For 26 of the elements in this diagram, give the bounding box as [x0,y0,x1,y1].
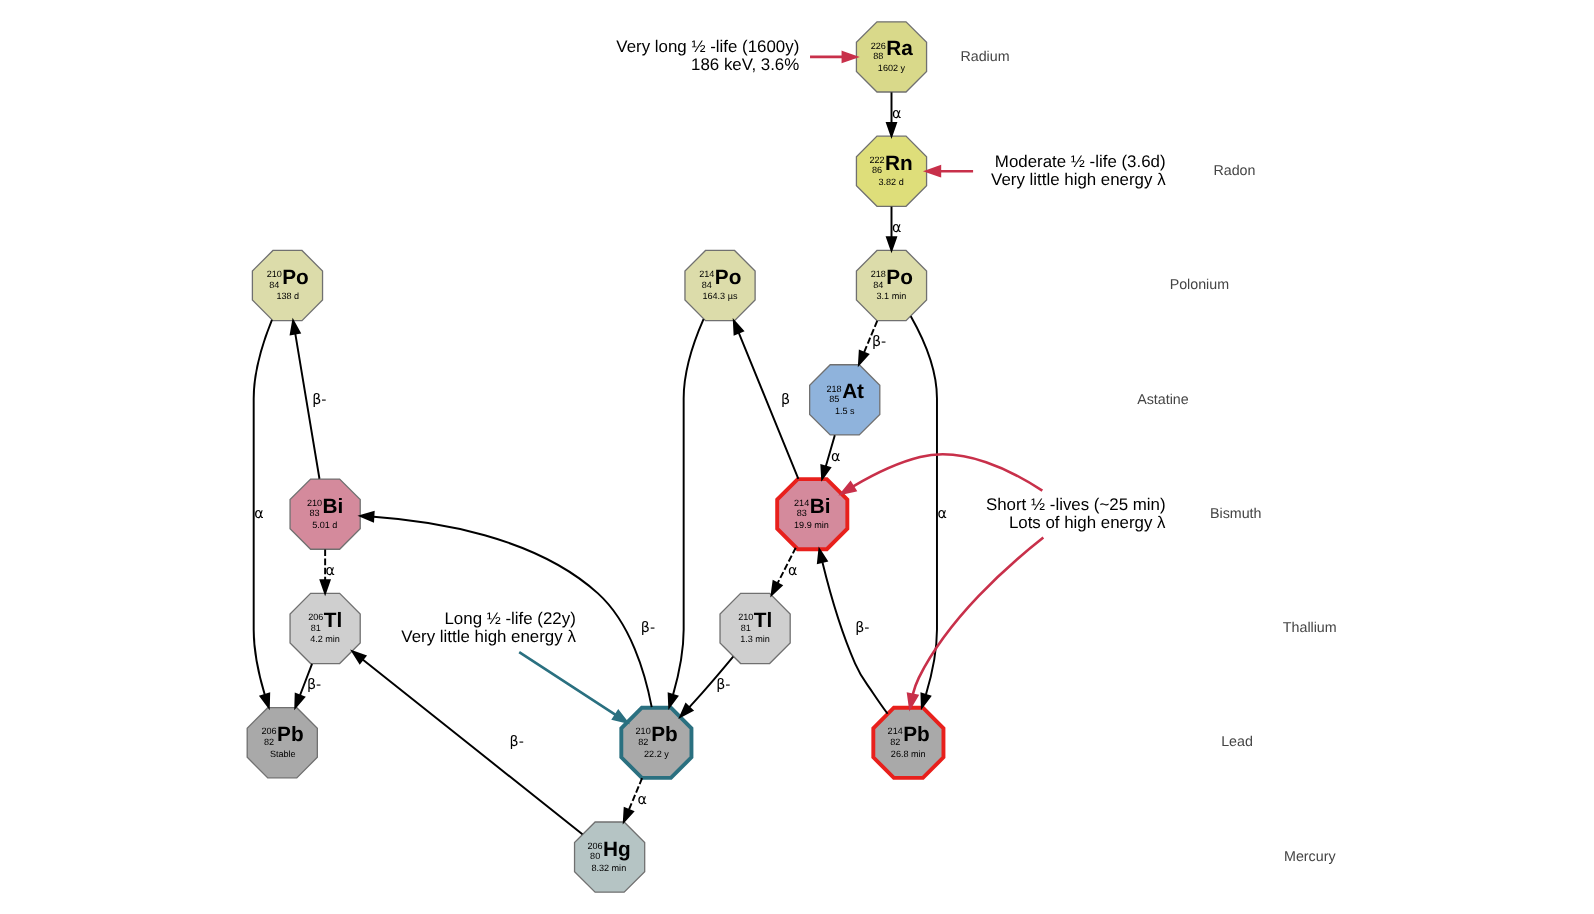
arrow [622,777,644,825]
arrow [252,318,273,711]
node-text: Very long ½ -life (1600y) 186 keV, 3.6% [616,36,800,75]
arrow [518,651,631,725]
arrow [922,164,974,178]
arrow [667,318,705,711]
node-text: Short ½ -lives (~25 min) Lots of high energy λ [986,493,1166,532]
arrow [294,662,313,711]
arrow [810,50,860,64]
arrow [885,91,898,139]
node-text: Long ½ -life (22y) Very little high energy λ [401,607,576,646]
arrow [909,315,938,711]
arrow [732,317,800,480]
arrow [357,510,653,709]
arrow [770,546,797,598]
node-text: Moderate ½ -life (3.6d) Very little high energy λ [991,150,1166,189]
arrow [885,205,898,254]
arrow [816,546,889,715]
arrow [678,655,735,719]
arrow [838,453,1043,496]
arrow [350,649,584,836]
arrow [289,317,321,480]
arrow [857,320,879,368]
arrow [906,536,1045,712]
arrow [820,434,836,482]
arrow [319,548,332,597]
